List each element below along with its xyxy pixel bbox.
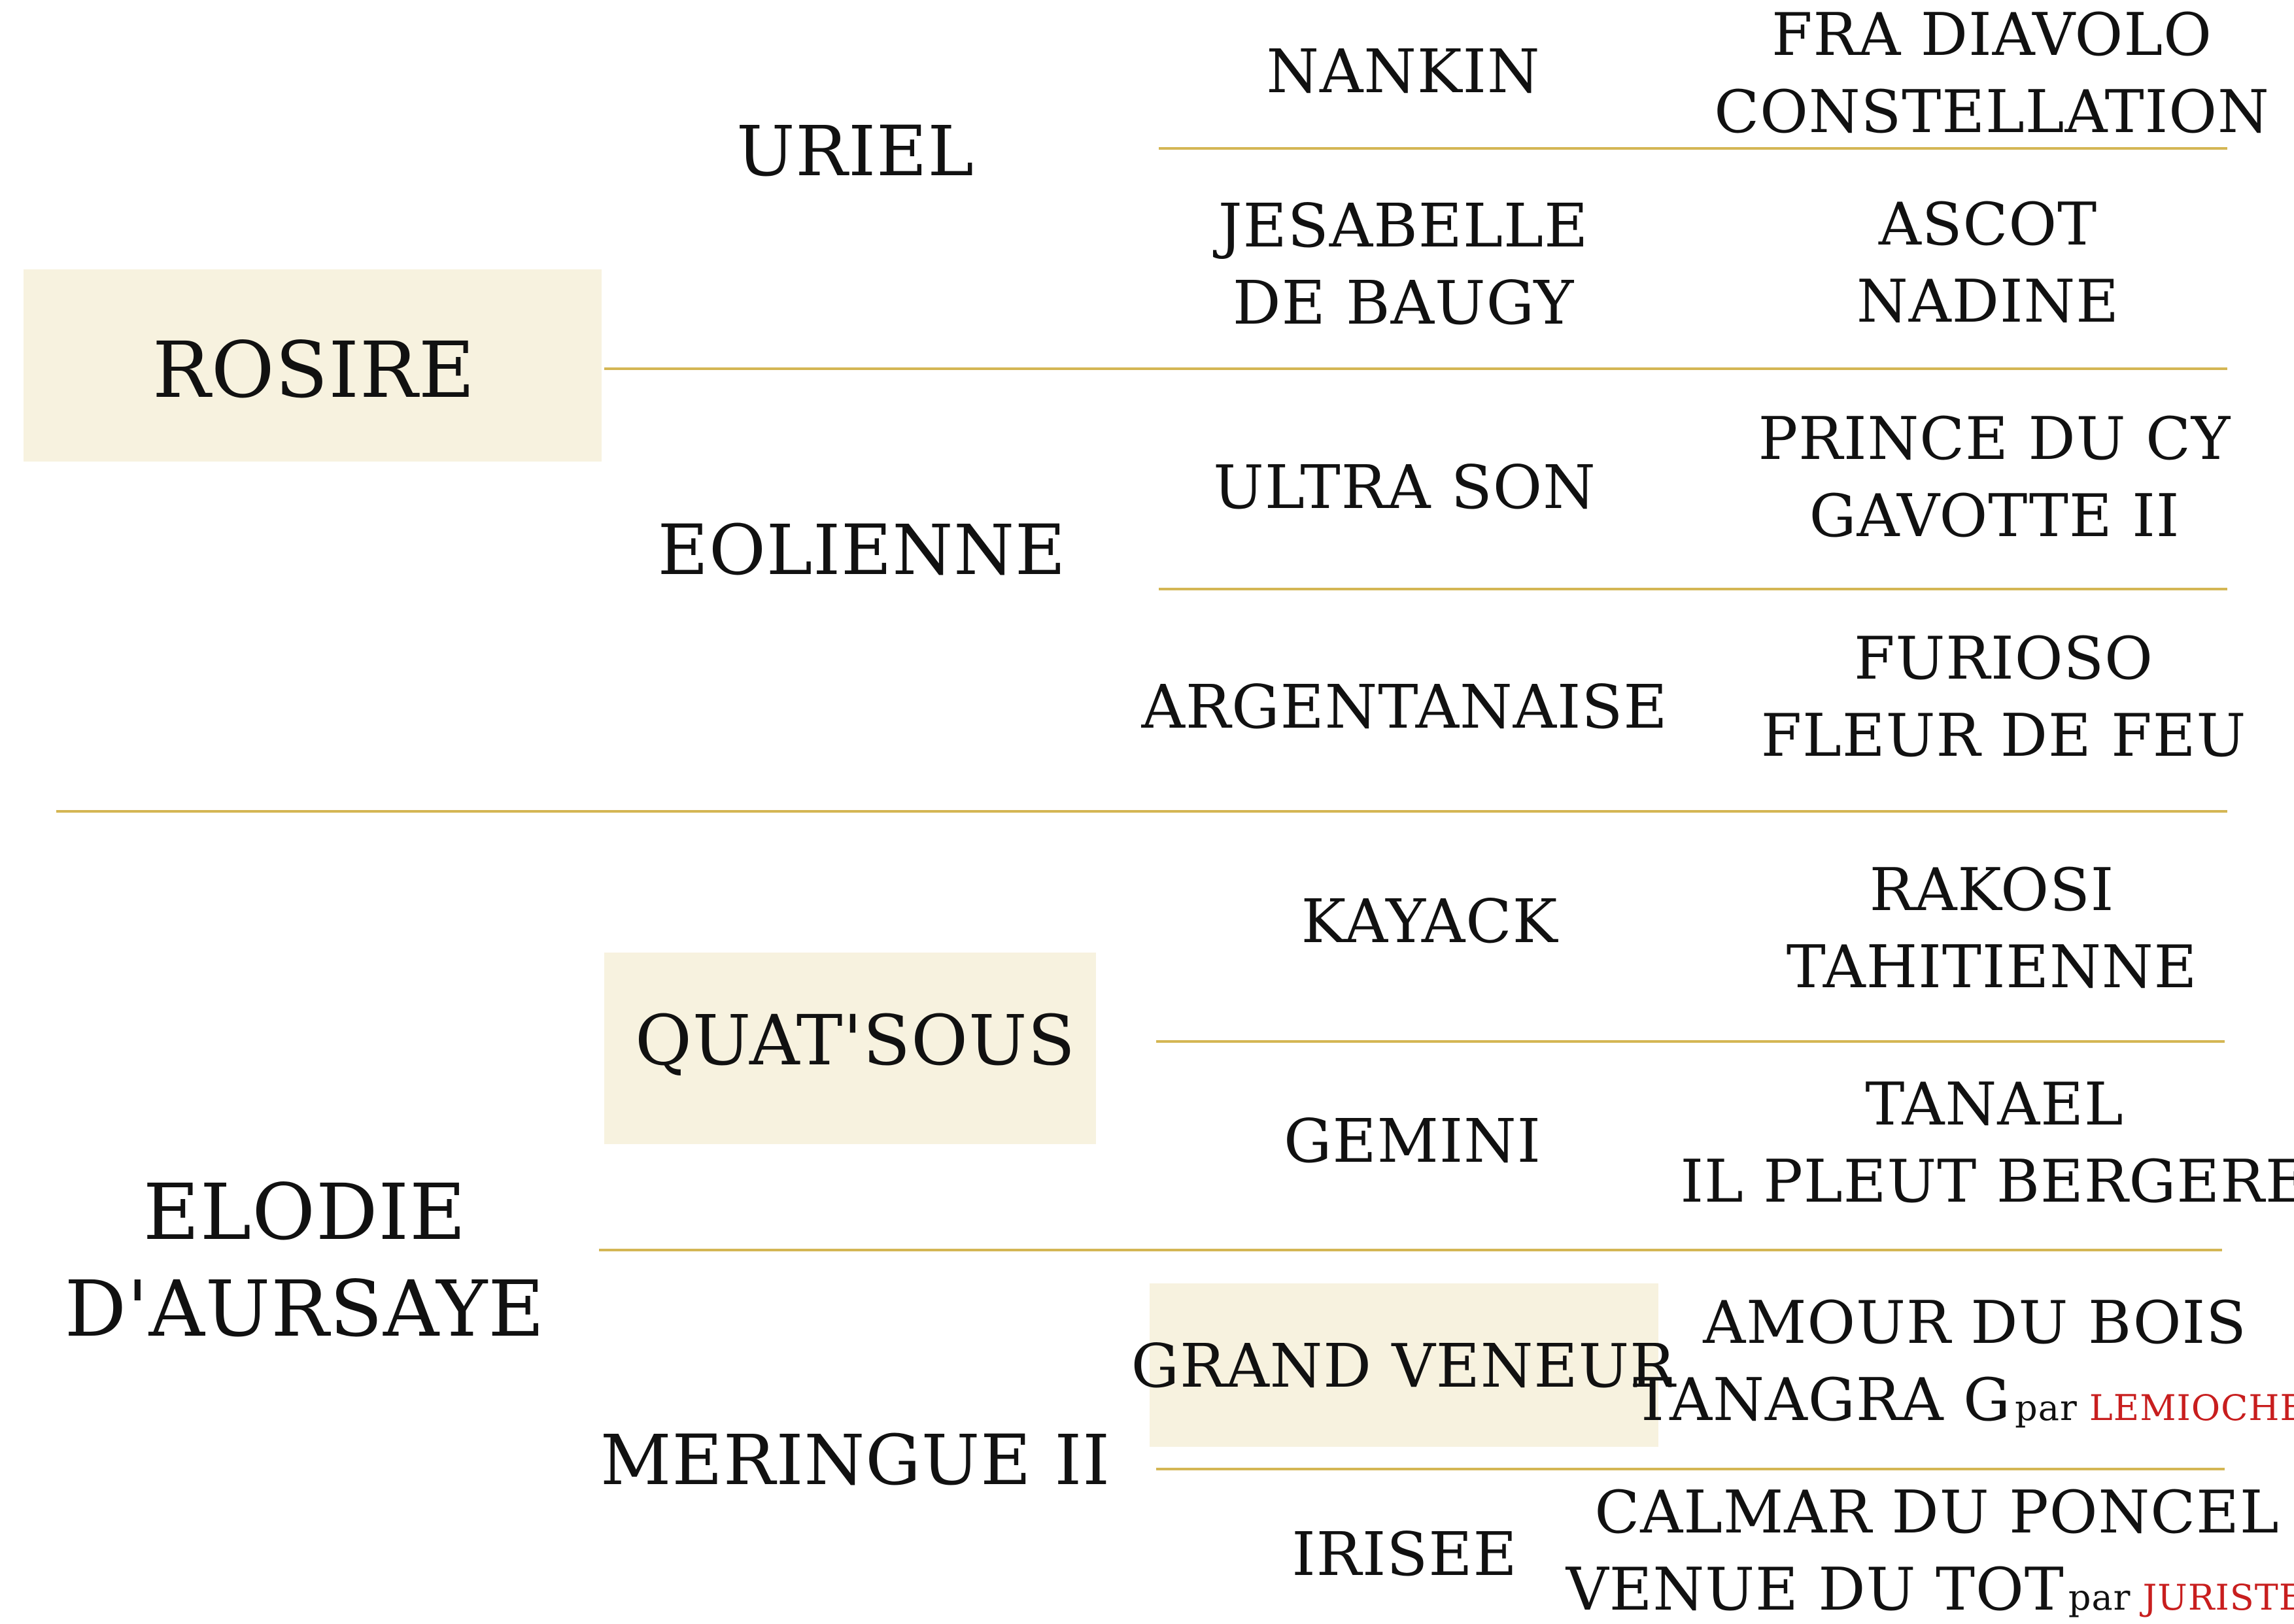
- dam-name-line-1: ELODIE: [143, 1167, 467, 1257]
- sdd-parent-sire: FURIOSO: [1854, 624, 2153, 693]
- dsd-parent-dam: IL PLEUT BERGERE: [1680, 1147, 2294, 1216]
- ddd-parent-dam: VENUE DU TOT: [1566, 1555, 2064, 1624]
- sd-sire-name: ULTRA SON: [1213, 452, 1596, 522]
- divider-elodie: [599, 1249, 2222, 1251]
- divider-uriel-sires: [1159, 147, 2227, 150]
- divider-eolienne-sires: [1159, 588, 2227, 590]
- sds-parent-dam: GAVOTTE II: [1809, 482, 2180, 550]
- ssd-parent-sire: ASCOT: [1878, 190, 2098, 259]
- par-reference: LEMIOCHE: [2089, 1387, 2294, 1429]
- dam-sire-name: QUAT'SOUS: [634, 1000, 1076, 1081]
- sire-sire-name: URIEL: [736, 111, 974, 192]
- highlight-rosire: [24, 269, 602, 462]
- dam-dam-name: MERINGUE II: [600, 1420, 1111, 1500]
- dds-parent-dam-row: TANAGRA G par LEMIOCHE: [1633, 1371, 2294, 1430]
- ddd-parent-dam-row: VENUE DU TOT par JURISTE: [1566, 1561, 2294, 1619]
- dds-parent-sire: AMOUR DU BOIS: [1703, 1289, 2247, 1357]
- ssd-parent-dam: NADINE: [1857, 267, 2119, 336]
- divider-rosire: [604, 367, 2227, 370]
- divider-main: [56, 810, 2227, 813]
- par-word: par: [2068, 1577, 2131, 1618]
- highlight-grand-veneur: [1150, 1283, 1658, 1447]
- dd-sire-name: GRAND VENEUR: [1131, 1331, 1676, 1401]
- dds-par-note: par LEMIOCHE: [2015, 1387, 2294, 1429]
- sire-dam-name: EOLIENNE: [657, 510, 1067, 590]
- dss-parent-dam: TAHITIENNE: [1786, 933, 2198, 1002]
- ss-dam-name-line-1: JESABELLE: [1218, 191, 1589, 261]
- sss-parent-sire: FRA DIAVOLO: [1772, 1, 2212, 69]
- sire-name: ROSIRE: [152, 325, 476, 415]
- divider-quatsous-sires: [1156, 1040, 2225, 1043]
- ds-dam-name: GEMINI: [1283, 1106, 1542, 1176]
- dds-parent-dam: TANAGRA G: [1633, 1366, 2012, 1434]
- dam-name-line-2: D'AURSAYE: [64, 1264, 545, 1354]
- sdd-parent-dam: FLEUR DE FEU: [1760, 702, 2247, 770]
- ds-sire-name: KAYACK: [1301, 887, 1558, 956]
- ddd-par-note: par JURISTE: [2068, 1577, 2294, 1618]
- sd-dam-name: ARGENTANAISE: [1141, 672, 1668, 742]
- dsd-parent-sire: TANAEL: [1865, 1070, 2124, 1139]
- highlight-quatsous: [604, 953, 1096, 1144]
- ss-sire-name: NANKIN: [1266, 37, 1541, 107]
- sds-parent-sire: PRINCE DU CY: [1758, 405, 2231, 473]
- divider-meringue-sires: [1156, 1468, 2225, 1470]
- par-word: par: [2015, 1387, 2078, 1429]
- ddd-parent-sire: CALMAR DU PONCEL: [1594, 1478, 2280, 1547]
- sss-parent-dam: CONSTELLATION: [1714, 78, 2270, 146]
- ss-dam-name-line-2: DE BAUGY: [1232, 268, 1575, 338]
- dss-parent-sire: RAKOSI: [1869, 856, 2115, 924]
- dd-dam-name: IRISEE: [1292, 1519, 1518, 1589]
- par-reference: JURISTE: [2142, 1577, 2294, 1618]
